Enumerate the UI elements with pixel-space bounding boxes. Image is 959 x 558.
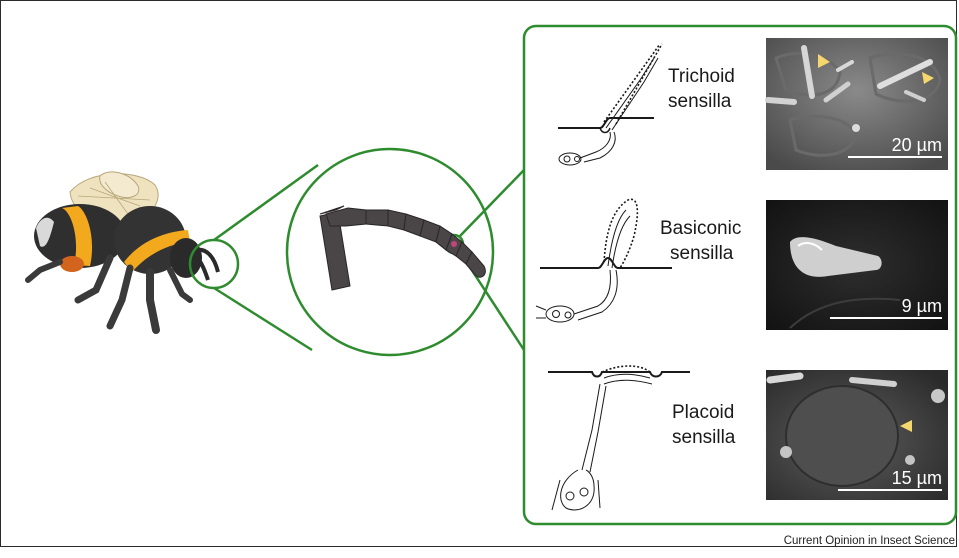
trichoid-label-line2: sensilla [668,89,735,114]
publication-credit: Current Opinion in Insect Science [784,535,955,547]
basiconic-label-line2: sensilla [660,241,741,266]
basiconic-label-line1: Basiconic [660,216,741,241]
basiconic-label: Basiconic sensilla [660,216,741,266]
placoid-label-line2: sensilla [672,425,735,450]
trichoid-label-line1: Trichoid [668,64,735,89]
placoid-label-line1: Placoid [672,400,735,425]
placoid-label: Placoid sensilla [672,400,735,450]
basiconic-scale-label: 9 µm [830,296,942,317]
trichoid-label: Trichoid sensilla [668,64,735,114]
bumblebee-illustration [28,172,218,330]
trichoid-scale-label: 20 µm [848,135,942,156]
zoom-connectors [190,149,524,355]
placoid-scale-label: 15 µm [838,468,942,489]
antenna-segments [320,206,485,290]
bee-orange-tail [60,256,84,272]
